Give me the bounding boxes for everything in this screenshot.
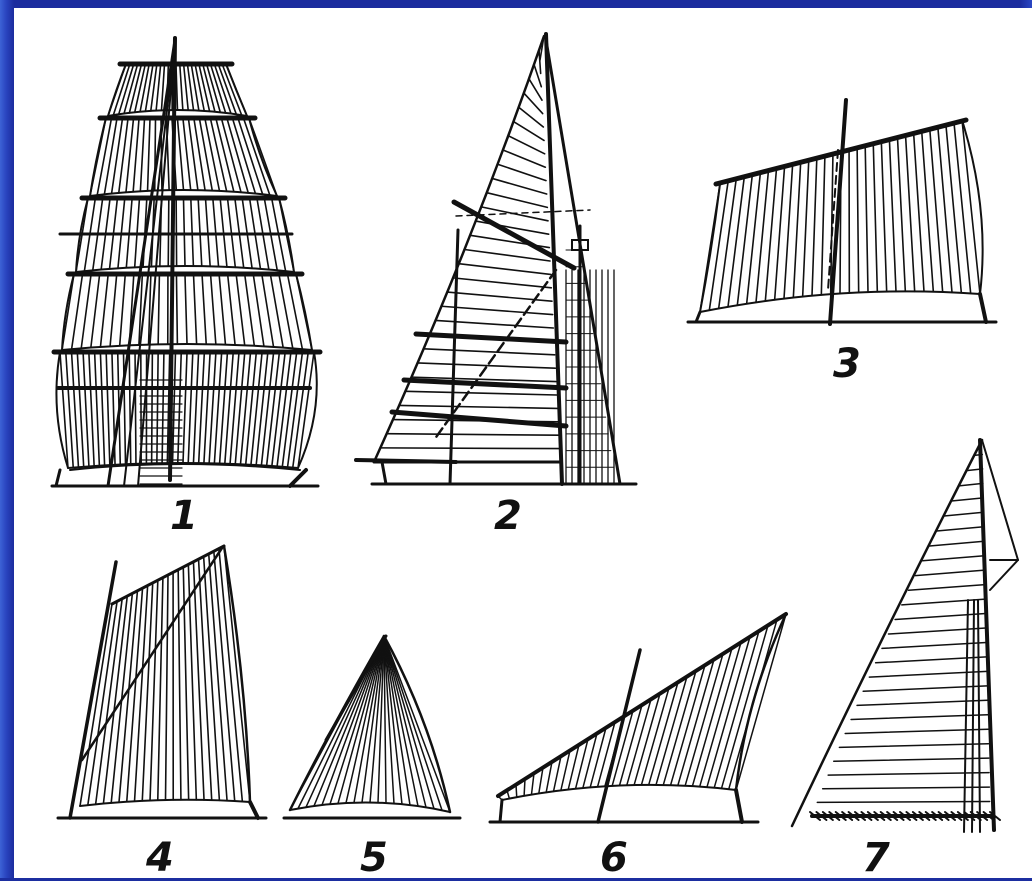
label-sail-4: 4 (146, 838, 174, 878)
sail-5-triangular-sail (284, 636, 460, 818)
sail-2-lateen-rig (356, 34, 636, 484)
sail-6-lateen-sail (490, 614, 786, 822)
label-sail-6: 6 (600, 838, 628, 878)
label-sail-7: 7 (862, 838, 890, 878)
sail-4-gaff-sail (58, 546, 266, 818)
sail-1-square-rig (52, 38, 320, 486)
sail-3-lug-sail (688, 100, 996, 324)
label-sail-1: 1 (170, 496, 198, 536)
label-sail-2: 2 (494, 496, 522, 536)
label-sail-5: 5 (360, 838, 388, 878)
sail-7-sprit-sail (792, 440, 1018, 832)
label-sail-3: 3 (833, 344, 861, 384)
